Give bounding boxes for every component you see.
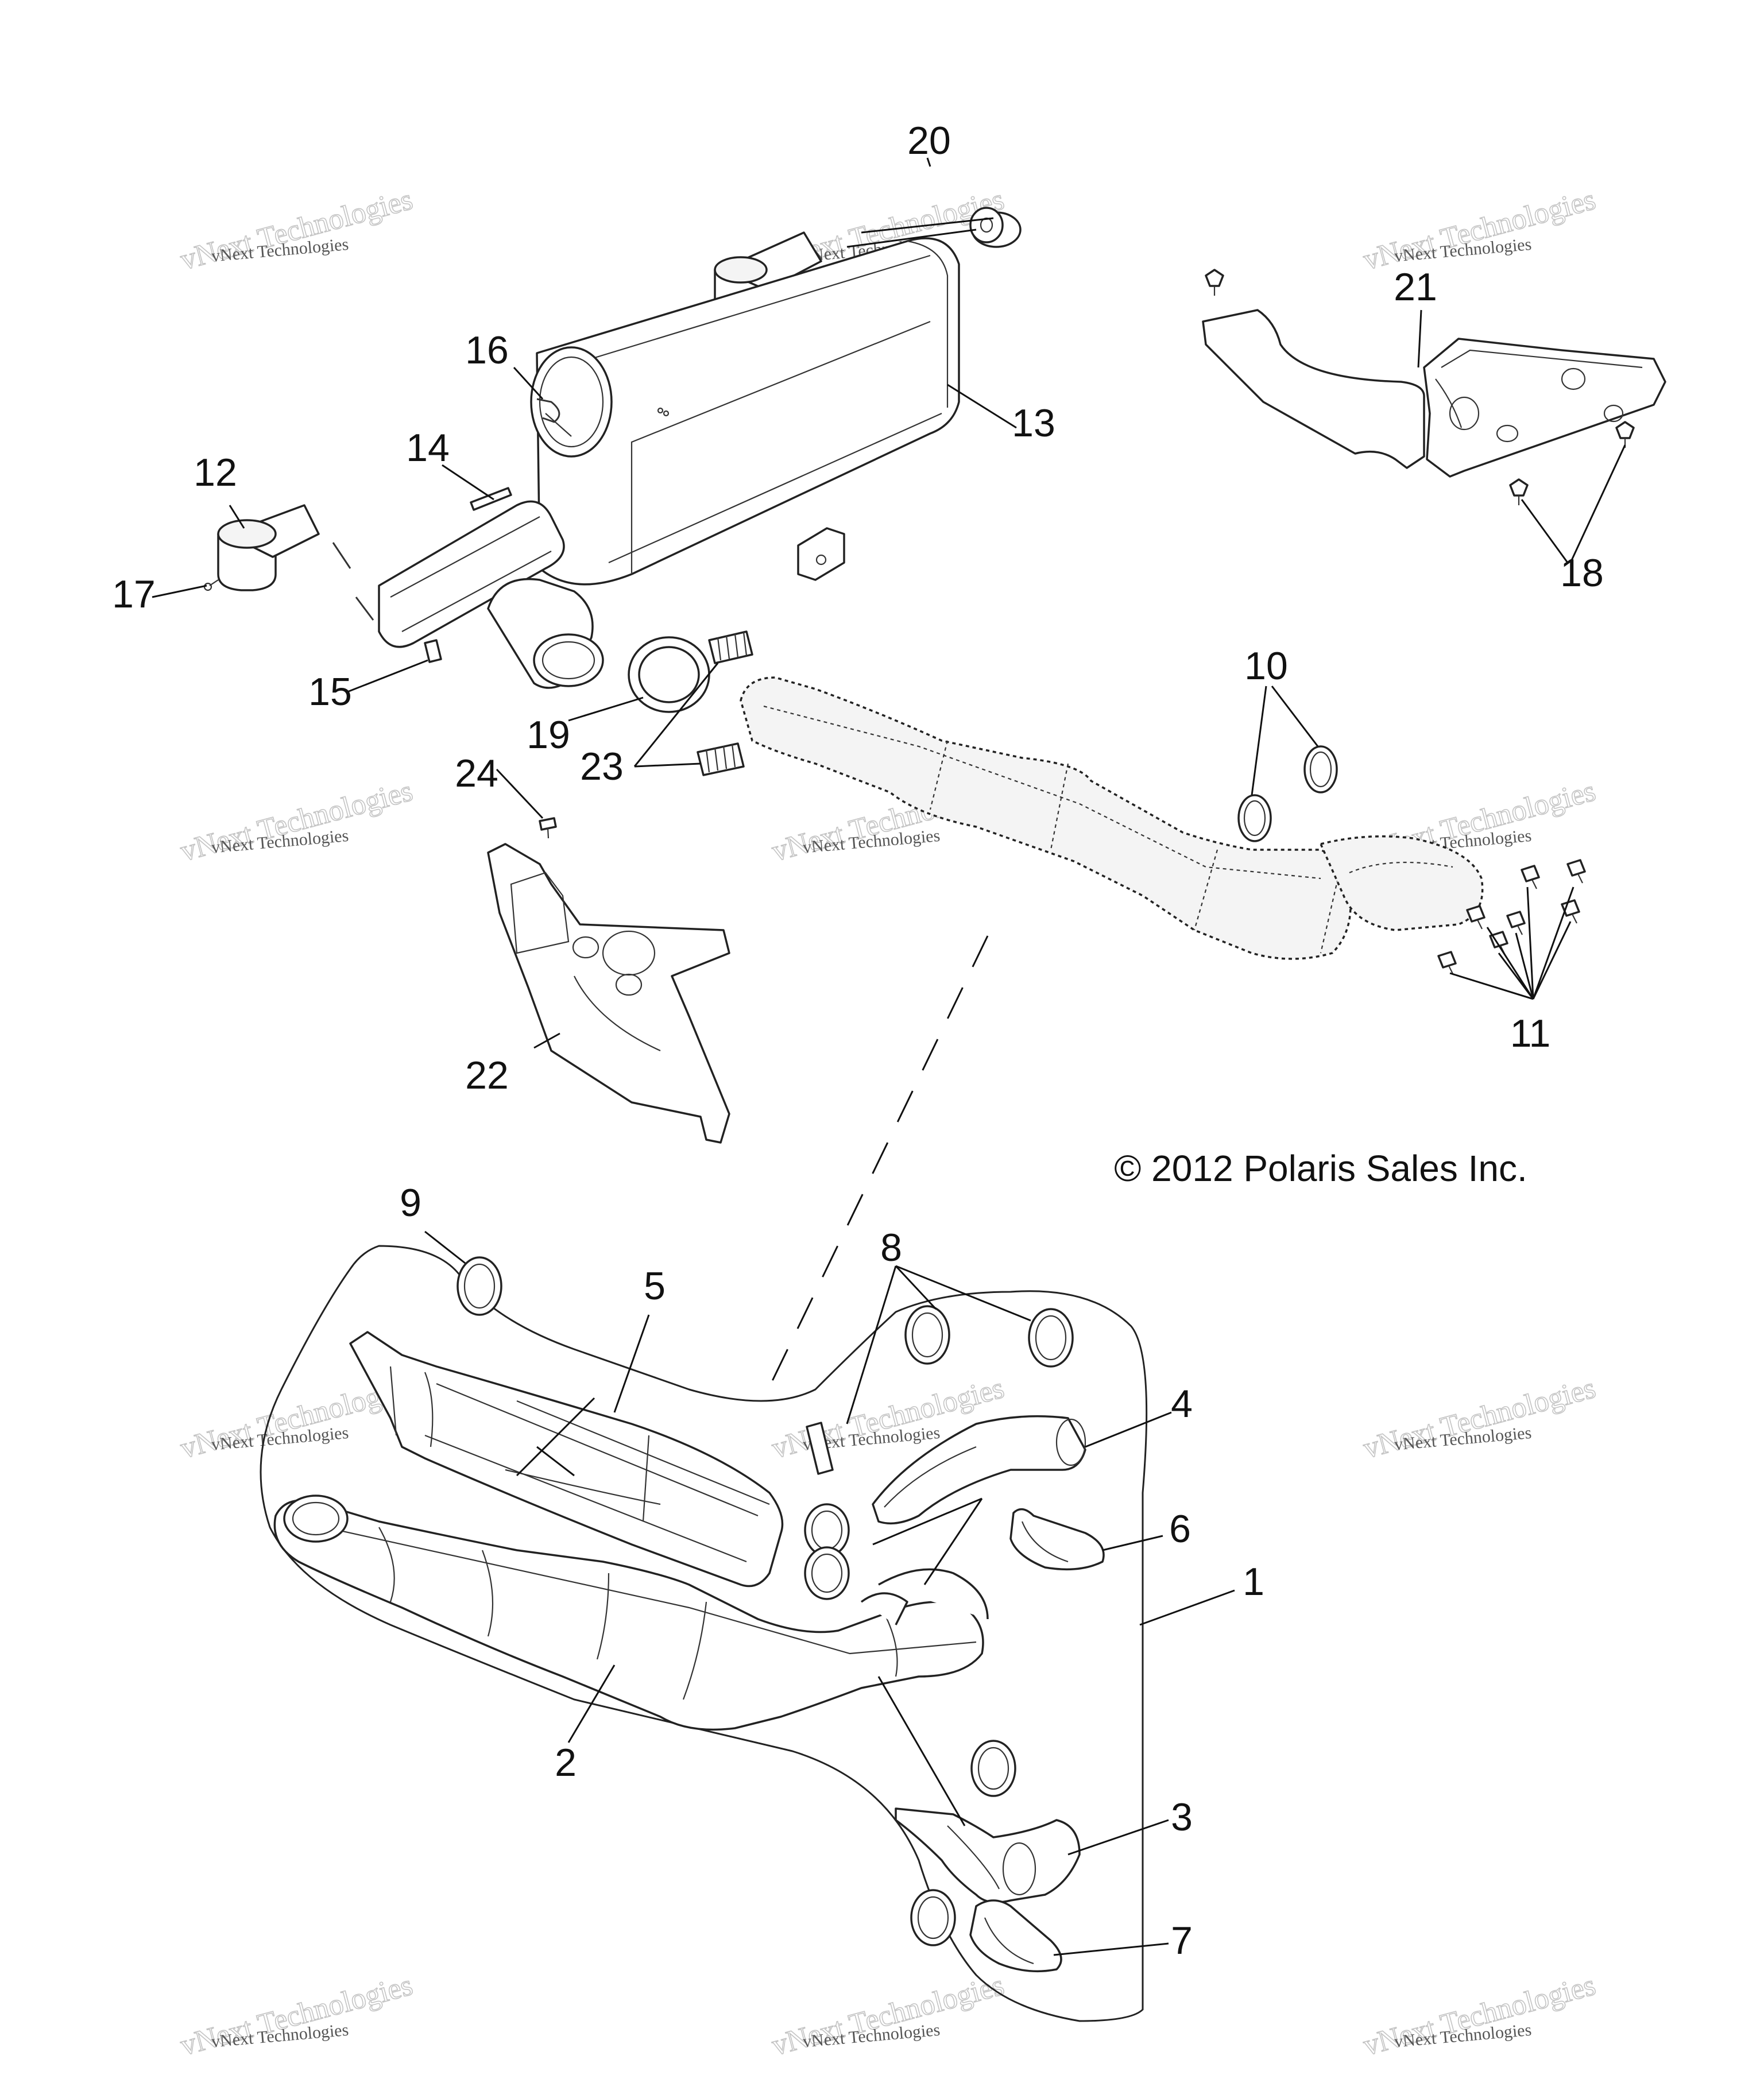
part-18-rivet	[1615, 421, 1635, 448]
label-9: 9	[400, 1181, 421, 1225]
label-5: 5	[644, 1264, 666, 1308]
label-7: 7	[1171, 1919, 1193, 1962]
part-14-pin	[470, 487, 512, 511]
part-21-heat-shield	[1202, 309, 1666, 478]
part-2-header-pipe	[273, 1495, 989, 1731]
part-23-spring-upper	[708, 630, 753, 664]
label-3: 3	[1171, 1795, 1193, 1839]
copyright-notice: © 2012 Polaris Sales Inc.	[1114, 1148, 1527, 1189]
part-labels: 20 21 16 13 14 12 18 17 15 10 19 23 24 1…	[112, 119, 1604, 1962]
part-7-heat-guard	[969, 1899, 1062, 1973]
label-22: 22	[465, 1054, 509, 1097]
label-15: 15	[308, 670, 352, 714]
part-13-muffler	[378, 217, 994, 689]
part-8-clamp	[804, 1546, 850, 1600]
watermarks: vNext Technologies vNext Technologies vN…	[177, 183, 1600, 2062]
label-10: 10	[1244, 644, 1288, 688]
part-22-heat-shield	[487, 843, 730, 1144]
watermark: vNext Technologies vNext Technologies	[177, 774, 417, 868]
label-20: 20	[907, 119, 951, 162]
part-20-grommet	[969, 207, 1022, 248]
part-4-elbow	[872, 1415, 1086, 1525]
part-16-cotter-pin	[536, 398, 572, 437]
label-11: 11	[1510, 1012, 1551, 1055]
label-2: 2	[555, 1741, 577, 1784]
label-6: 6	[1169, 1507, 1191, 1551]
part-24-screw	[539, 817, 557, 839]
watermark: vNext Technologies vNext Technologies	[177, 1968, 417, 2062]
label-17: 17	[112, 572, 156, 616]
watermark: vNext Technologies vNext Technologies	[1360, 1968, 1600, 2062]
part-3-elbow	[895, 1807, 1081, 1904]
label-24: 24	[455, 752, 498, 795]
part-8-clamp	[1028, 1308, 1074, 1368]
watermark: vNext Technologies vNext Technologies	[1360, 1371, 1600, 1465]
part-9-clamp	[457, 1256, 502, 1316]
watermark: vNext Technologies vNext Technologies	[768, 1968, 1008, 2062]
dashed-connector	[771, 935, 989, 1381]
label-14: 14	[406, 426, 450, 470]
part-10-gasket	[1237, 794, 1272, 842]
label-1: 1	[1243, 1560, 1264, 1604]
label-8: 8	[880, 1226, 902, 1269]
label-19: 19	[527, 713, 570, 757]
part-8-clamp	[806, 1422, 834, 1475]
part-12-isolator-lower	[203, 504, 320, 591]
part-1-kit-outline	[260, 1245, 1148, 2022]
mid-pipe-assembly	[740, 676, 1484, 960]
part-8-clamp	[970, 1740, 1016, 1797]
watermark: vNext Technologies vNext Technologies	[1360, 183, 1600, 277]
label-16: 16	[465, 328, 509, 372]
part-19-gasket	[628, 636, 710, 713]
part-18-rivet	[1509, 478, 1529, 505]
part-6-heat-guard	[1009, 1508, 1105, 1571]
label-12: 12	[194, 451, 237, 494]
part-8-clamp	[904, 1305, 950, 1365]
label-4: 4	[1171, 1382, 1193, 1426]
label-23: 23	[580, 745, 624, 788]
part-15-clip	[424, 639, 442, 663]
label-13: 13	[1012, 401, 1055, 445]
part-8-clamp	[910, 1889, 956, 1946]
label-21: 21	[1394, 265, 1437, 309]
part-18-rivet	[1205, 269, 1224, 296]
part-23-spring-lower	[697, 742, 745, 776]
leader-lines	[152, 157, 1626, 1956]
label-18: 18	[1560, 551, 1604, 595]
part-5-header-pipe	[349, 1331, 784, 1588]
part-10-gasket	[1303, 745, 1338, 793]
watermark: vNext Technologies vNext Technologies	[177, 183, 417, 277]
